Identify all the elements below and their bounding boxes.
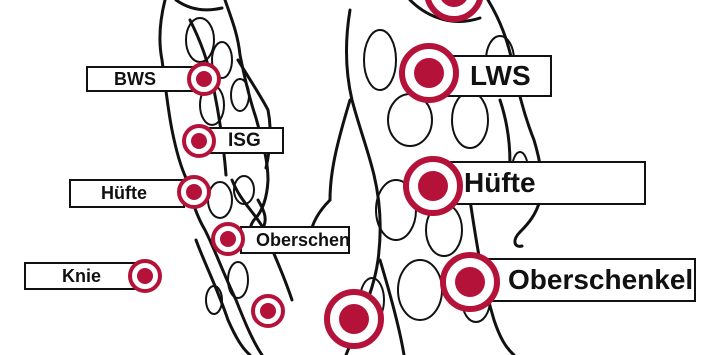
label-huefte-large: Hüfte: [436, 161, 646, 205]
left-figure-muscle-contours: [186, 18, 254, 314]
marker-huefte-small: [177, 175, 211, 209]
label-oberschenkel-large: Oberschenkel: [486, 258, 696, 302]
marker-lws: [399, 43, 459, 103]
label-bws-text: BWS: [114, 69, 156, 90]
label-knie-text: Knie: [62, 266, 101, 287]
label-isg-text: ISG: [228, 130, 261, 152]
label-huefte-small: Hüfte: [69, 179, 185, 208]
marker-oberschenkel-small: [211, 222, 245, 256]
label-huefte-small-text: Hüfte: [101, 183, 147, 204]
label-oberschenkel-large-text: Oberschenkel: [508, 264, 693, 296]
label-lws-text: LWS: [470, 60, 531, 92]
marker-knie-large: [324, 289, 384, 349]
label-isg: ISG: [206, 127, 284, 154]
marker-unterschenkel-small: [251, 294, 285, 328]
marker-huefte-large: [403, 156, 463, 216]
label-huefte-large-text: Hüfte: [464, 167, 536, 199]
marker-isg: [182, 124, 216, 158]
label-oberschenkel-small: Oberschenkel: [240, 226, 350, 254]
marker-oberschenkel-large: [440, 252, 500, 312]
marker-knie: [128, 259, 162, 293]
marker-bws: [187, 62, 221, 96]
label-knie: Knie: [24, 262, 142, 290]
label-oberschenkel-small-text: Oberschenkel: [256, 230, 350, 251]
label-bws: BWS: [86, 66, 194, 92]
